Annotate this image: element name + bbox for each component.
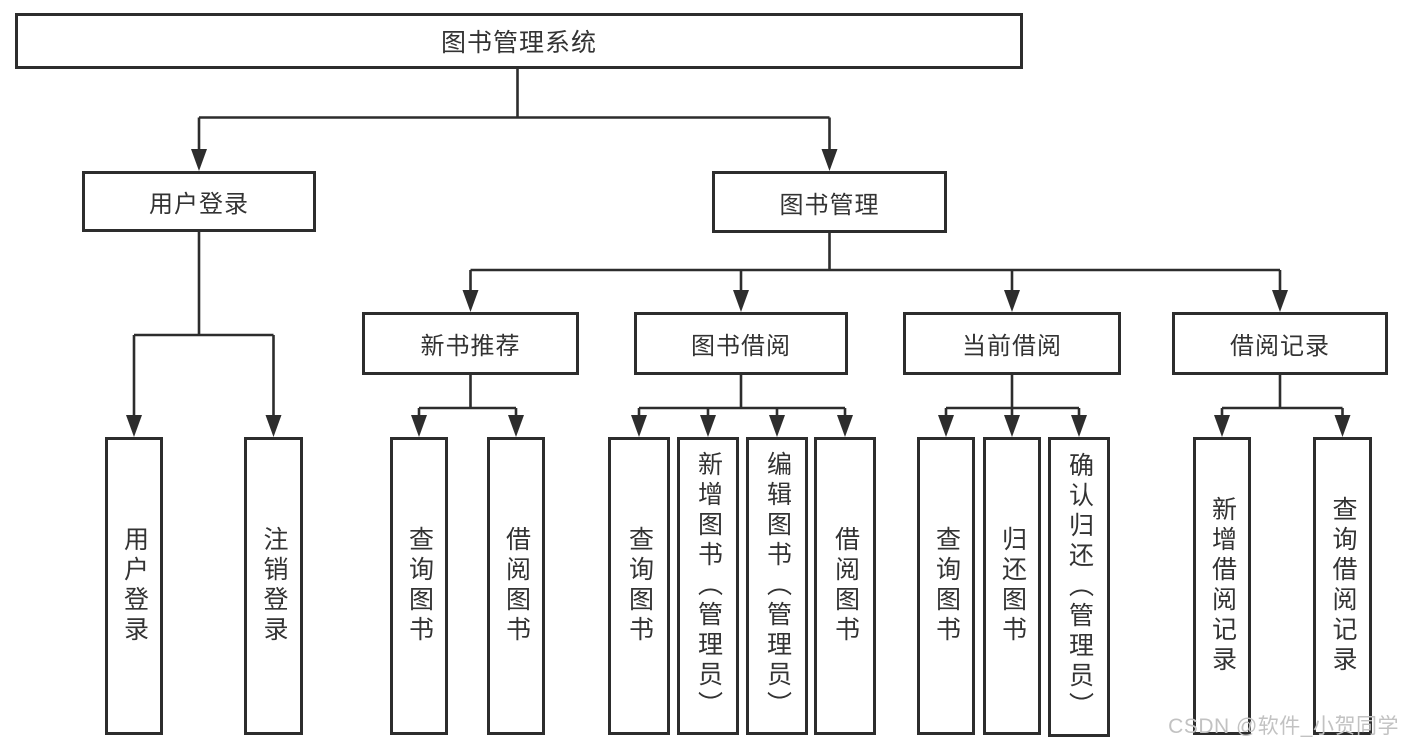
leaf-add-books-admin: 新增图书（管理员） — [677, 437, 739, 735]
edge-newbook-to-leaves — [417, 375, 518, 421]
leaf-add-borrow-record: 新增借阅记录 — [1193, 437, 1251, 735]
node-book-management: 图书管理 — [712, 171, 947, 233]
leaf-query-books-borrow: 查询图书 — [608, 437, 670, 735]
arrowhead — [1004, 290, 1020, 312]
arrowhead — [631, 415, 647, 437]
leaf-user-login: 用户登录 — [105, 437, 163, 735]
edge-root-to-level2 — [197, 69, 831, 156]
leaf-confirm-return-admin: 确认归还（管理员） — [1048, 437, 1110, 737]
arrowhead — [1272, 290, 1288, 312]
arrowhead — [769, 415, 785, 437]
arrowhead — [1004, 415, 1020, 437]
node-book-borrowing: 图书借阅 — [634, 312, 848, 375]
leaf-edit-books-admin: 编辑图书（管理员） — [746, 437, 808, 735]
edge-bookmgmt-to-level3 — [469, 233, 1282, 296]
arrowhead — [733, 290, 749, 312]
arrowhead — [191, 149, 207, 171]
node-library-management-system: 图书管理系统 — [15, 13, 1023, 69]
edge-currentborrow-to-leaves — [944, 375, 1081, 421]
leaf-logout: 注销登录 — [244, 437, 303, 735]
arrowhead — [700, 415, 716, 437]
arrowhead — [265, 415, 282, 437]
arrowhead — [508, 415, 524, 437]
arrowhead — [837, 415, 853, 437]
edge-bookborrow-to-leaves — [637, 375, 847, 421]
leaf-borrow-books-newbook: 借阅图书 — [487, 437, 545, 735]
arrowhead — [126, 415, 142, 437]
arrowhead — [938, 415, 954, 437]
node-borrowing-records: 借阅记录 — [1172, 312, 1388, 375]
leaf-borrow-books: 借阅图书 — [814, 437, 876, 735]
leaf-query-books-current: 查询图书 — [917, 437, 975, 735]
leaf-return-books: 归还图书 — [983, 437, 1041, 735]
node-new-book-recommendation: 新书推荐 — [362, 312, 579, 375]
edge-userlogin-to-leaves — [132, 232, 275, 421]
arrowhead — [1071, 415, 1087, 437]
leaf-query-books-newbook: 查询图书 — [390, 437, 448, 735]
node-current-borrowing: 当前借阅 — [903, 312, 1121, 375]
leaf-query-borrow-record: 查询借阅记录 — [1313, 437, 1372, 735]
arrowhead — [462, 290, 479, 312]
arrowhead — [821, 149, 838, 171]
arrowhead — [1334, 415, 1351, 437]
node-user-login: 用户登录 — [82, 171, 316, 232]
arrowhead — [411, 415, 427, 437]
edge-borrowrecord-to-leaves — [1220, 375, 1344, 421]
arrowhead — [1214, 415, 1230, 437]
